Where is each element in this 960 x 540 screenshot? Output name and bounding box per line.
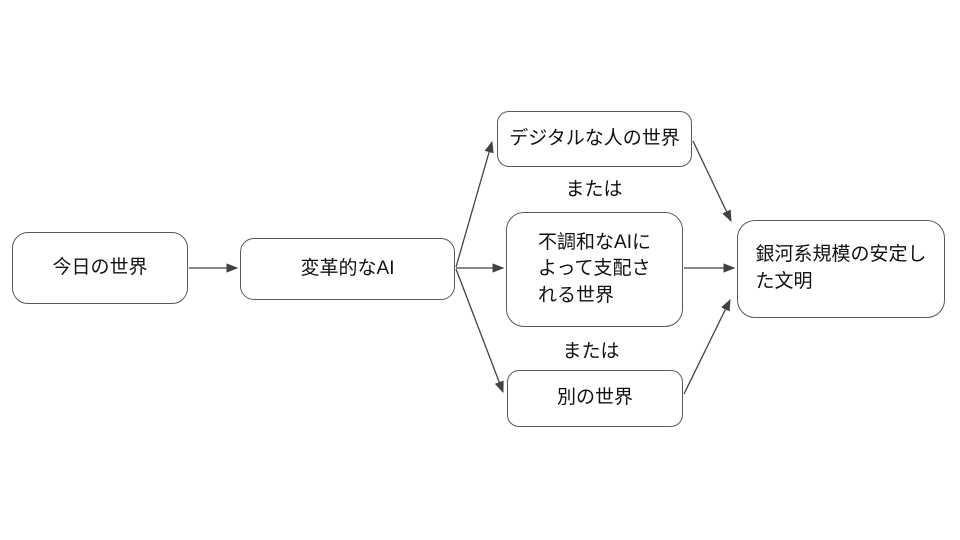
node-misaligned-ai-world: 不調和なAIに よって支配さ れる世界 [506,212,683,327]
arrow-transformative-ai-to-digital-people [455,140,494,268]
edge-label-or-top: または [565,179,623,200]
arrow-digital-people-to-galactic-civilization [692,140,732,223]
node-today-world: 今日の世界 [12,232,188,304]
node-digital-people-world: デジタルな人の世界 [497,111,692,167]
edge-label-or-bottom: または [562,341,620,362]
node-transformative-ai: 変革的なAI [240,238,455,300]
arrow-another-world-to-galactic-civilization [683,298,731,395]
node-transformative-ai-label: 変革的なAI [300,257,395,279]
node-misaligned-ai-world-line3: れる世界 [538,284,615,306]
node-galactic-civilization: 銀河系規模の安定し た文明 [737,220,945,318]
node-another-world: 別の世界 [507,370,683,427]
node-today-world-label: 今日の世界 [52,256,148,278]
node-digital-people-world-label: デジタルな人の世界 [509,127,680,149]
node-another-world-label: 別の世界 [556,387,633,409]
node-galactic-civilization-line1: 銀河系規模の安定し [755,244,927,266]
node-misaligned-ai-world-line1: 不調和なAIに [538,231,651,253]
node-misaligned-ai-world-label: 不調和なAIに よって支配さ れる世界 [538,230,651,310]
node-misaligned-ai-world-line2: よって支配さ [538,258,651,280]
node-galactic-civilization-line2: た文明 [755,271,813,292]
node-galactic-civilization-label: 銀河系規模の安定し た文明 [755,242,926,295]
arrow-transformative-ai-to-another-world [455,268,504,394]
